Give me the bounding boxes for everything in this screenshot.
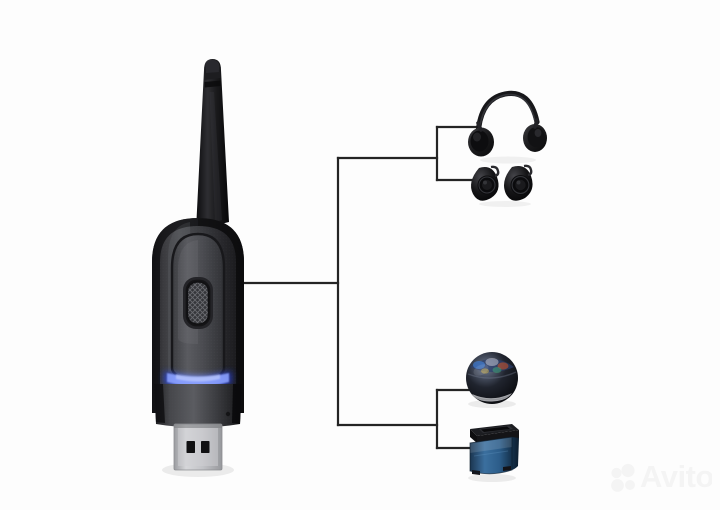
headphone-earcup-left: [468, 127, 494, 157]
headphone-earcup-right: [523, 124, 547, 152]
headphones-device: [468, 90, 547, 164]
pairing-button[interactable]: [183, 277, 213, 329]
dongle-lower-body: [154, 384, 242, 428]
bluetooth-usb-dongle: [152, 59, 244, 477]
earbud-left: [471, 165, 500, 201]
usb-connector: [173, 423, 223, 471]
connection-tree: [241, 125, 480, 450]
antenna-icon: [196, 59, 229, 230]
cube-speaker-device: [468, 424, 519, 482]
earbuds-device: [471, 164, 533, 207]
earbud-right: [504, 164, 533, 201]
sphere-speaker-device: [466, 352, 518, 408]
